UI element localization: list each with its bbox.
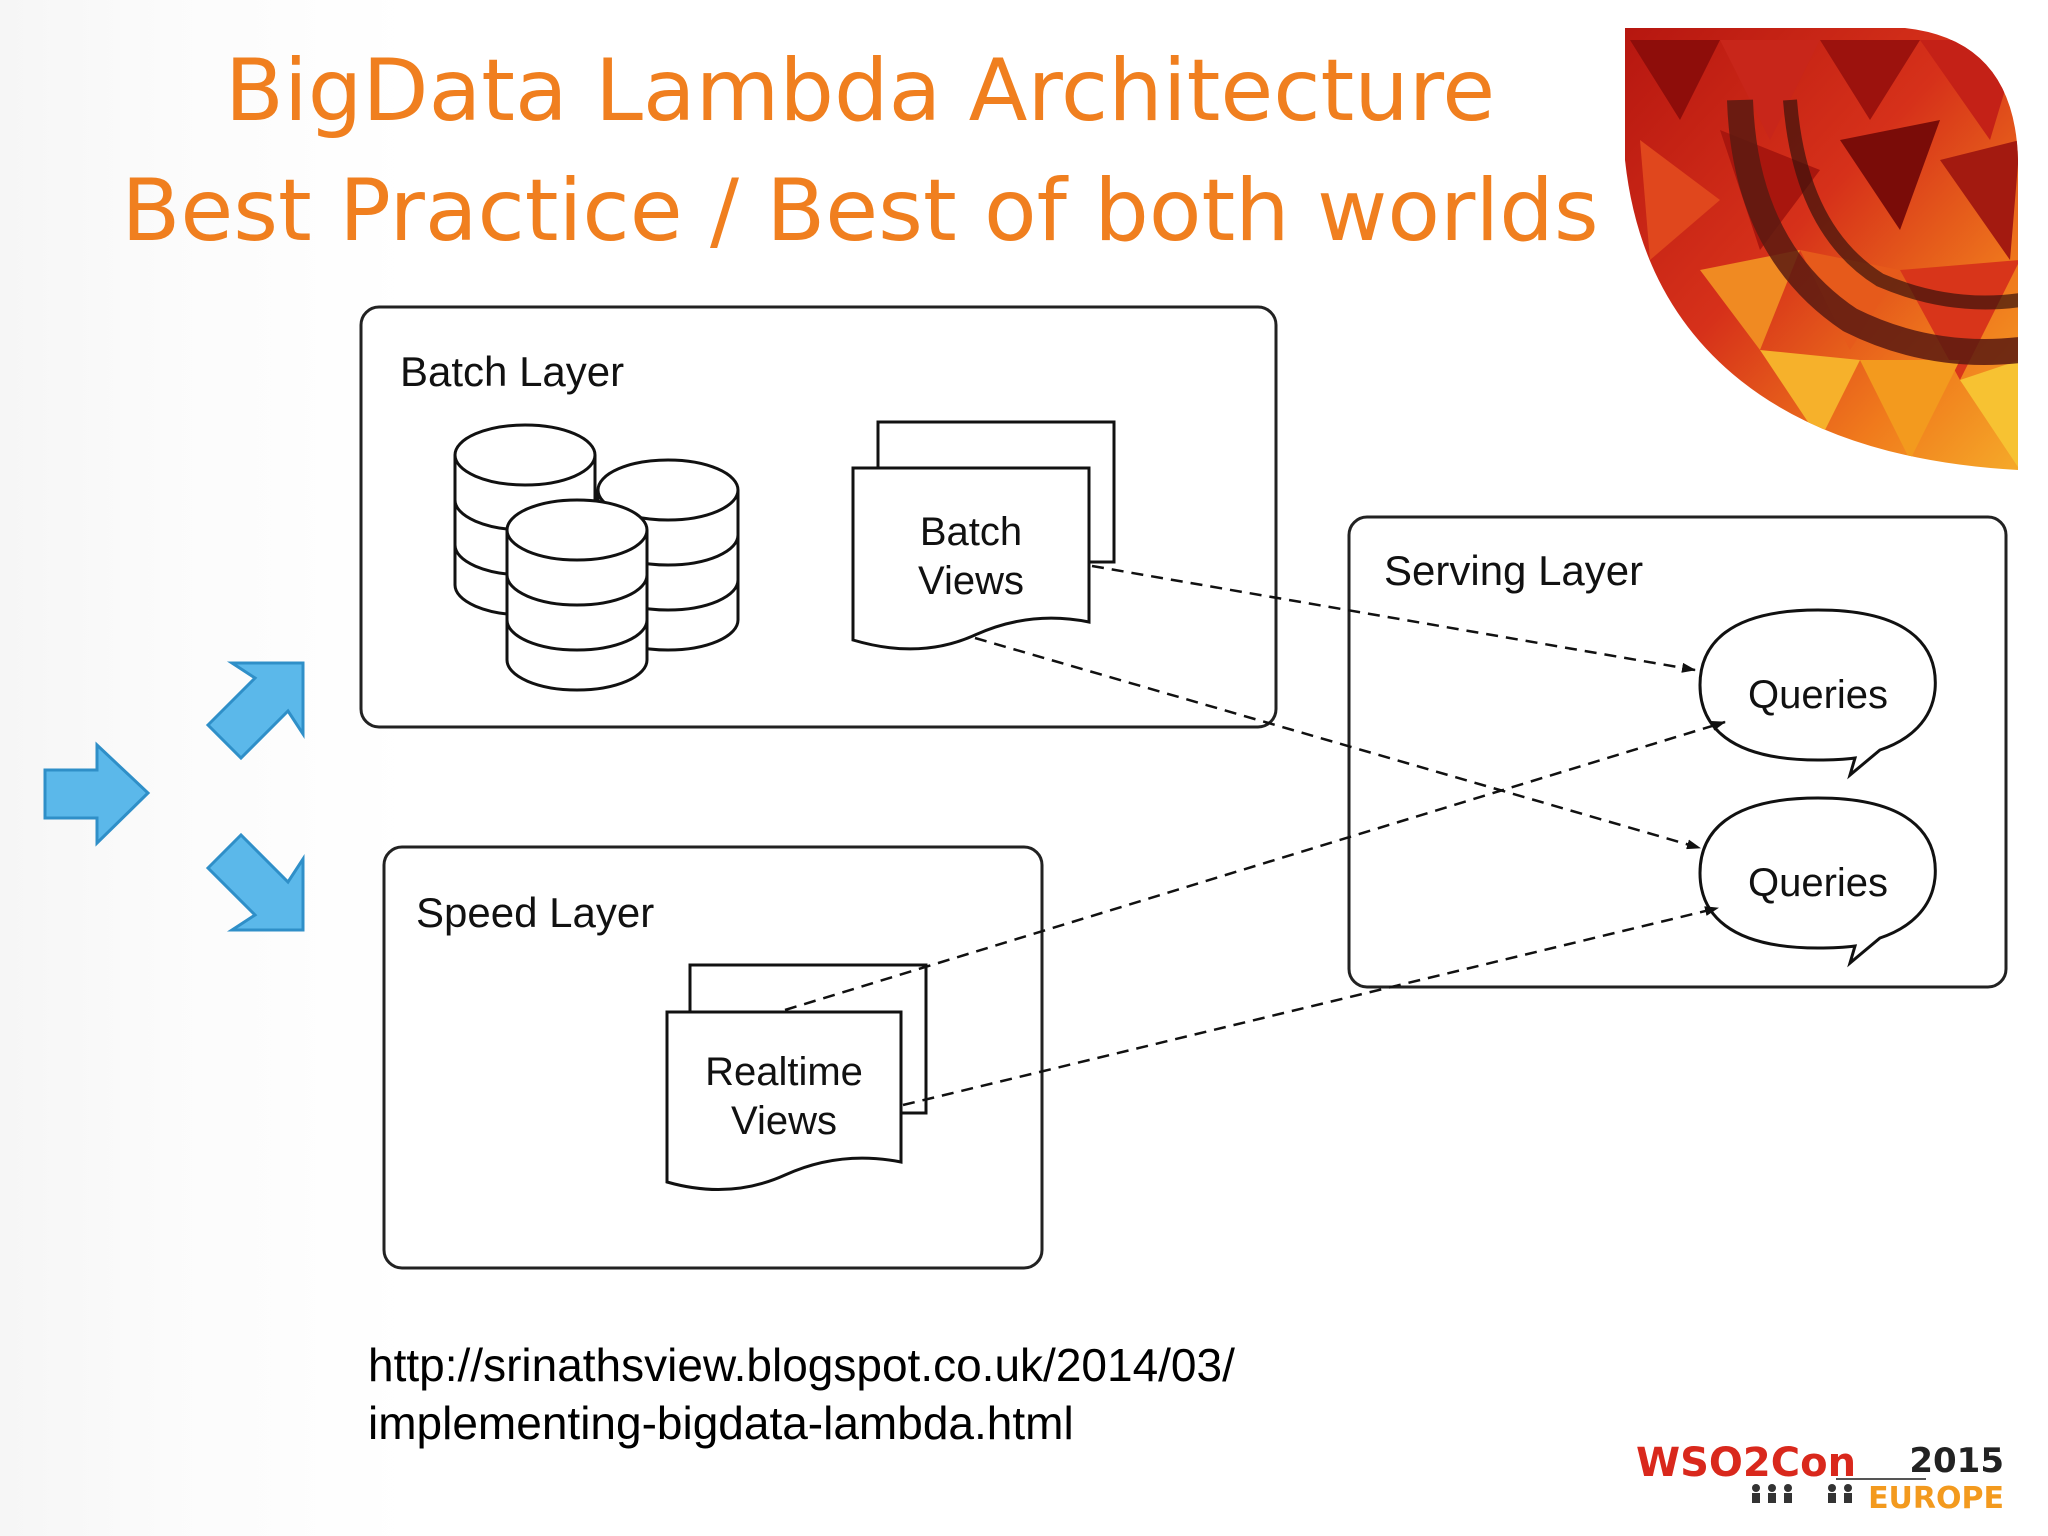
batch-views-document bbox=[851, 420, 1116, 651]
slide-title-line-1: BigData Lambda Architecture bbox=[224, 41, 1496, 141]
source-url[interactable]: http://srinathsview.blogspot.co.uk/2014/… bbox=[368, 1336, 1235, 1452]
logo-name: WSO2Con bbox=[1636, 1440, 1856, 1486]
arrow-up-right-icon bbox=[205, 661, 305, 761]
queries-label-2: Queries bbox=[1748, 861, 1888, 905]
realtime-views-document bbox=[665, 963, 928, 1192]
database-cylinders-icon bbox=[453, 423, 740, 692]
speed-layer-label: Speed Layer bbox=[416, 889, 654, 936]
serving-layer-label: Serving Layer bbox=[1384, 547, 1643, 594]
slide-title-line-2: Best Practice / Best of both worlds bbox=[121, 161, 1599, 261]
batch-views-label-line-2: Views bbox=[918, 559, 1024, 603]
queries-label-1: Queries bbox=[1748, 673, 1888, 717]
source-url-line-1[interactable]: http://srinathsview.blogspot.co.uk/2014/… bbox=[368, 1339, 1235, 1391]
logo-region: EUROPE bbox=[1868, 1481, 2004, 1512]
people-icon bbox=[1752, 1484, 1852, 1503]
arrow-down-right-icon bbox=[205, 832, 305, 932]
realtime-views-label-line-1: Realtime bbox=[705, 1050, 863, 1094]
queries-bubble-1 bbox=[1698, 608, 1937, 780]
realtime-views-label-line-2: Views bbox=[731, 1099, 837, 1143]
source-url-line-2[interactable]: implementing-bigdata-lambda.html bbox=[368, 1397, 1074, 1449]
batch-views-label-line-1: Batch bbox=[920, 510, 1022, 554]
input-arrow-icon bbox=[43, 741, 151, 847]
connector-realtime-to-queries-1 bbox=[784, 720, 1726, 1012]
batch-layer-label: Batch Layer bbox=[400, 348, 624, 395]
queries-bubble-2 bbox=[1698, 796, 1937, 968]
connector-batch-to-queries-1 bbox=[1091, 564, 1696, 673]
logo-year: 2015 bbox=[1909, 1441, 2004, 1481]
wso2con-logo: WSO2Con 2015 EUROPE bbox=[1636, 1440, 2004, 1512]
connector-batch-to-queries-2 bbox=[974, 636, 1701, 850]
